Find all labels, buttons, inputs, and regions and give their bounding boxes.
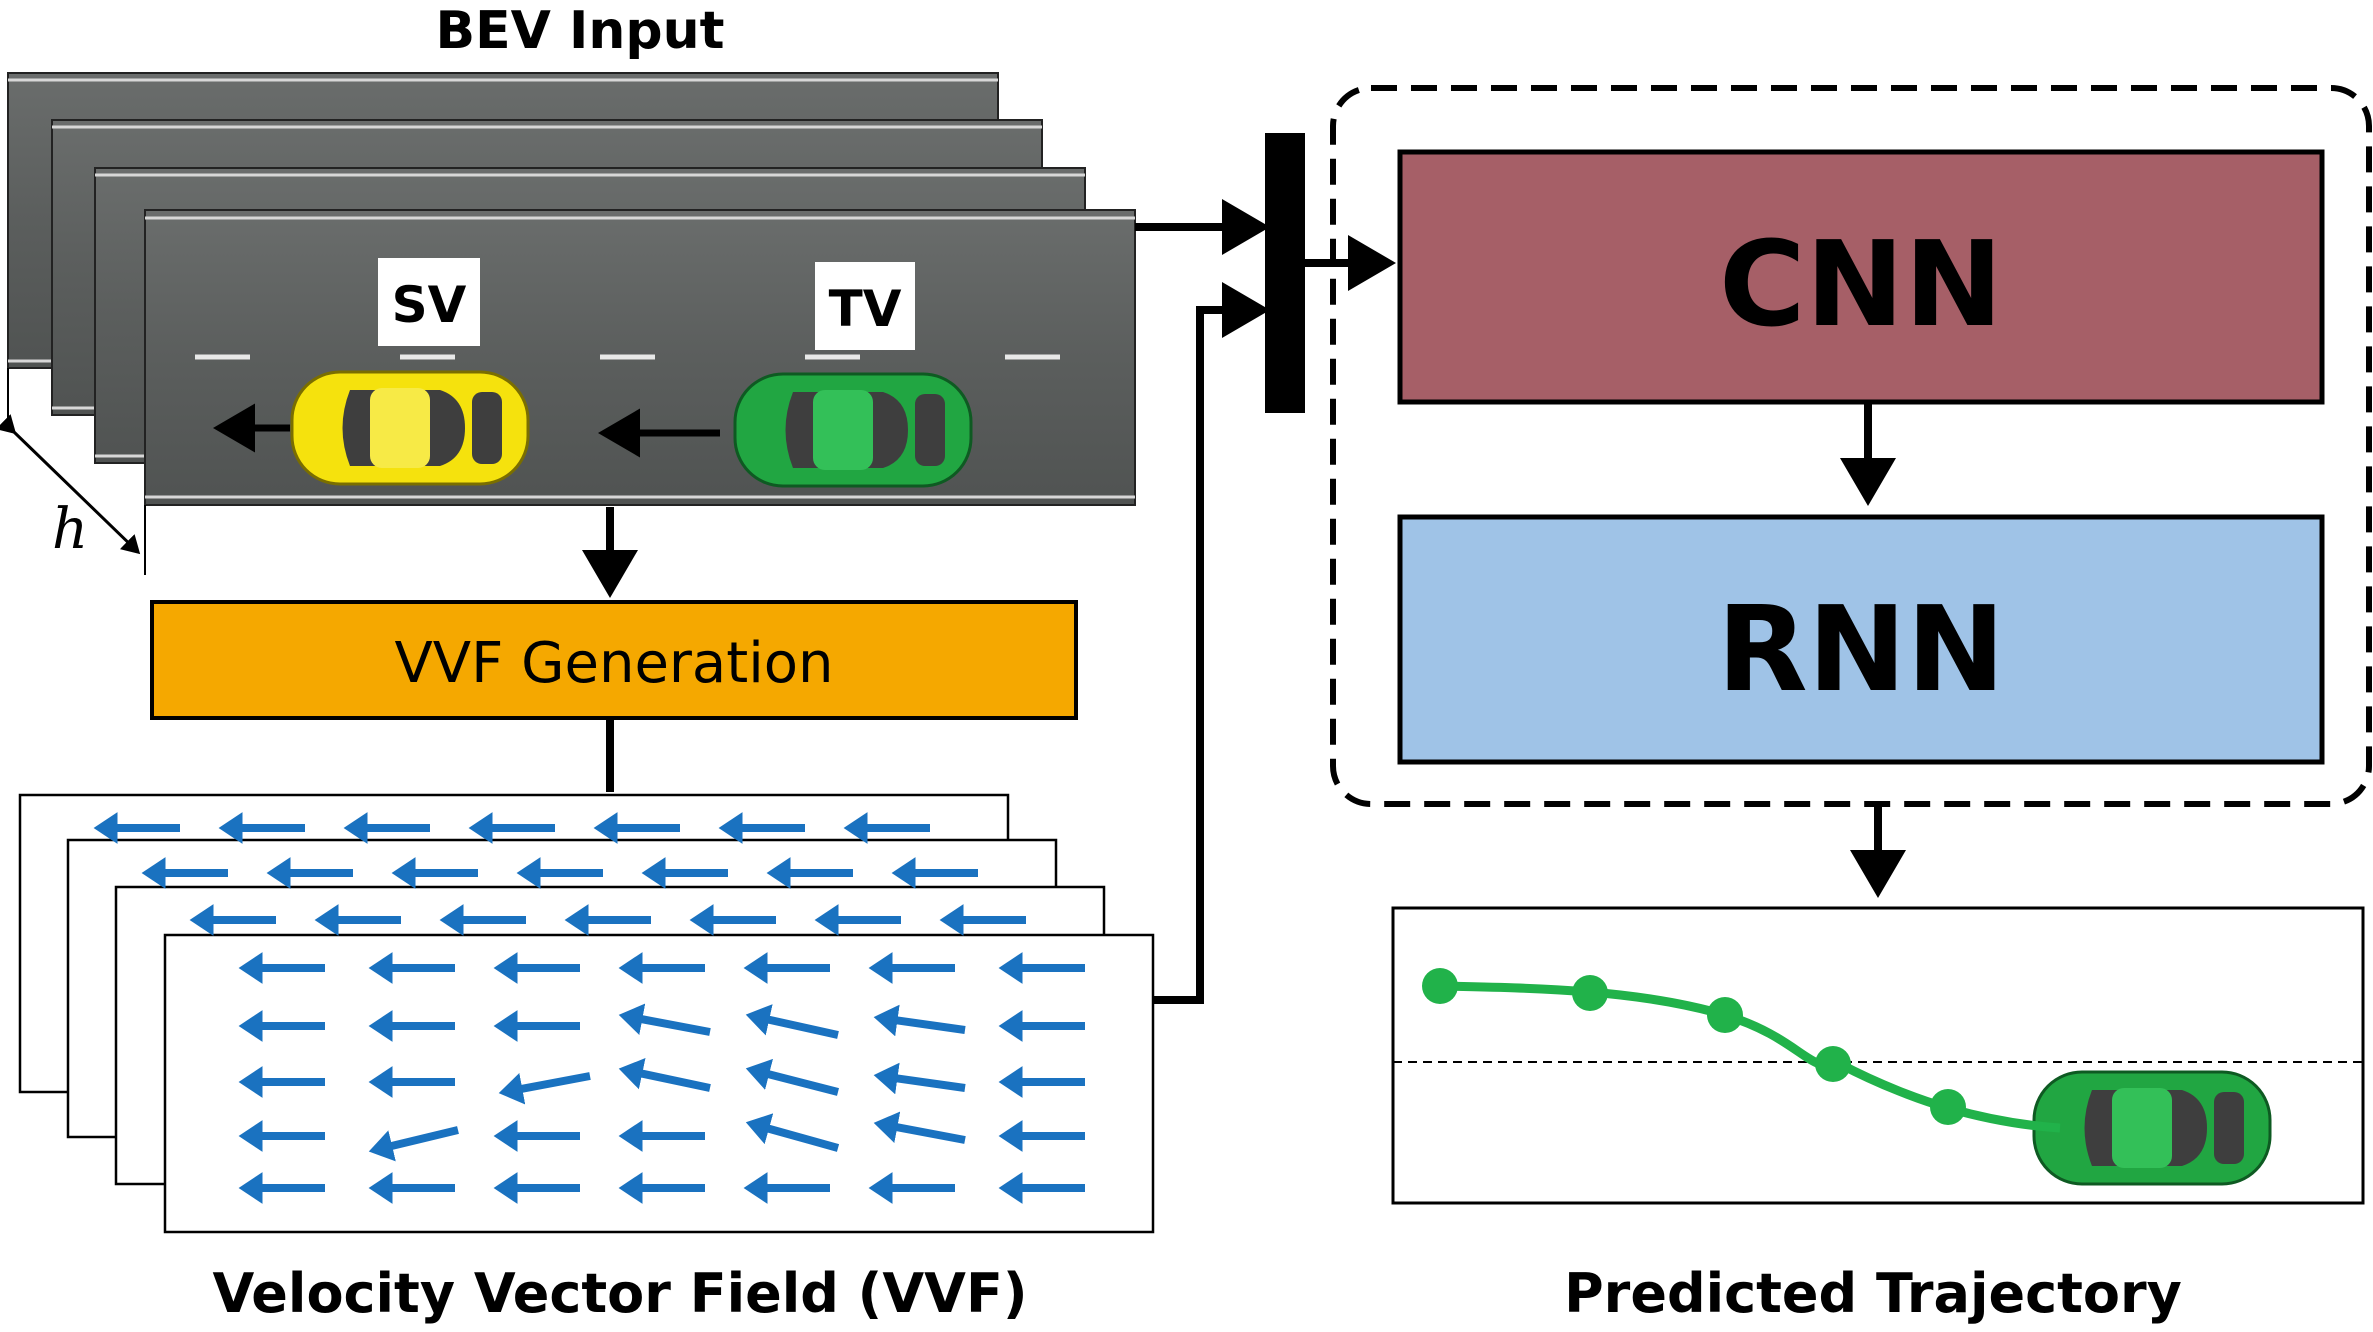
vvf-frame-front <box>163 933 1155 1234</box>
concat-bar <box>1265 133 1305 413</box>
trajectory-caption: Predicted Trajectory <box>1564 1262 2182 1325</box>
trajectory-point <box>1422 968 1458 1004</box>
arrow-vvf-to-concat <box>1153 282 1270 1004</box>
bev-title: BEV Input <box>436 1 725 61</box>
cnn-label: CNN <box>1719 215 2003 353</box>
cnn-box <box>1397 149 2325 405</box>
h-label: h <box>52 497 88 562</box>
vvf-arrows-front <box>238 952 1085 1204</box>
rnn-label: RNN <box>1717 580 2005 718</box>
vvf-caption: Velocity Vector Field (VVF) <box>212 1262 1027 1325</box>
bev-frame-stack: SV TV h <box>0 72 1136 575</box>
trajectory-points <box>1422 968 1966 1125</box>
trajectory-point <box>1572 975 1608 1011</box>
tv-label-box <box>815 262 915 350</box>
vvf-generation-box <box>150 600 1078 720</box>
sv-label-box <box>378 258 480 346</box>
tv-car <box>733 372 973 488</box>
target-car <box>2032 1070 2272 1186</box>
tv-label: TV <box>829 280 902 338</box>
network-module-boundary <box>1330 85 2372 807</box>
trajectory-point <box>1930 1089 1966 1125</box>
vvf-arrows-back <box>93 812 1026 936</box>
trajectory-point <box>1707 997 1743 1033</box>
vvf-generation-label: VVF Generation <box>394 631 833 696</box>
h-indicator-arrow <box>0 414 141 555</box>
sv-car <box>290 370 530 486</box>
vvf-frame-stack <box>18 793 1155 1234</box>
sv-label: SV <box>392 276 467 334</box>
trajectory-point <box>1815 1046 1851 1082</box>
rnn-box <box>1397 514 2325 765</box>
